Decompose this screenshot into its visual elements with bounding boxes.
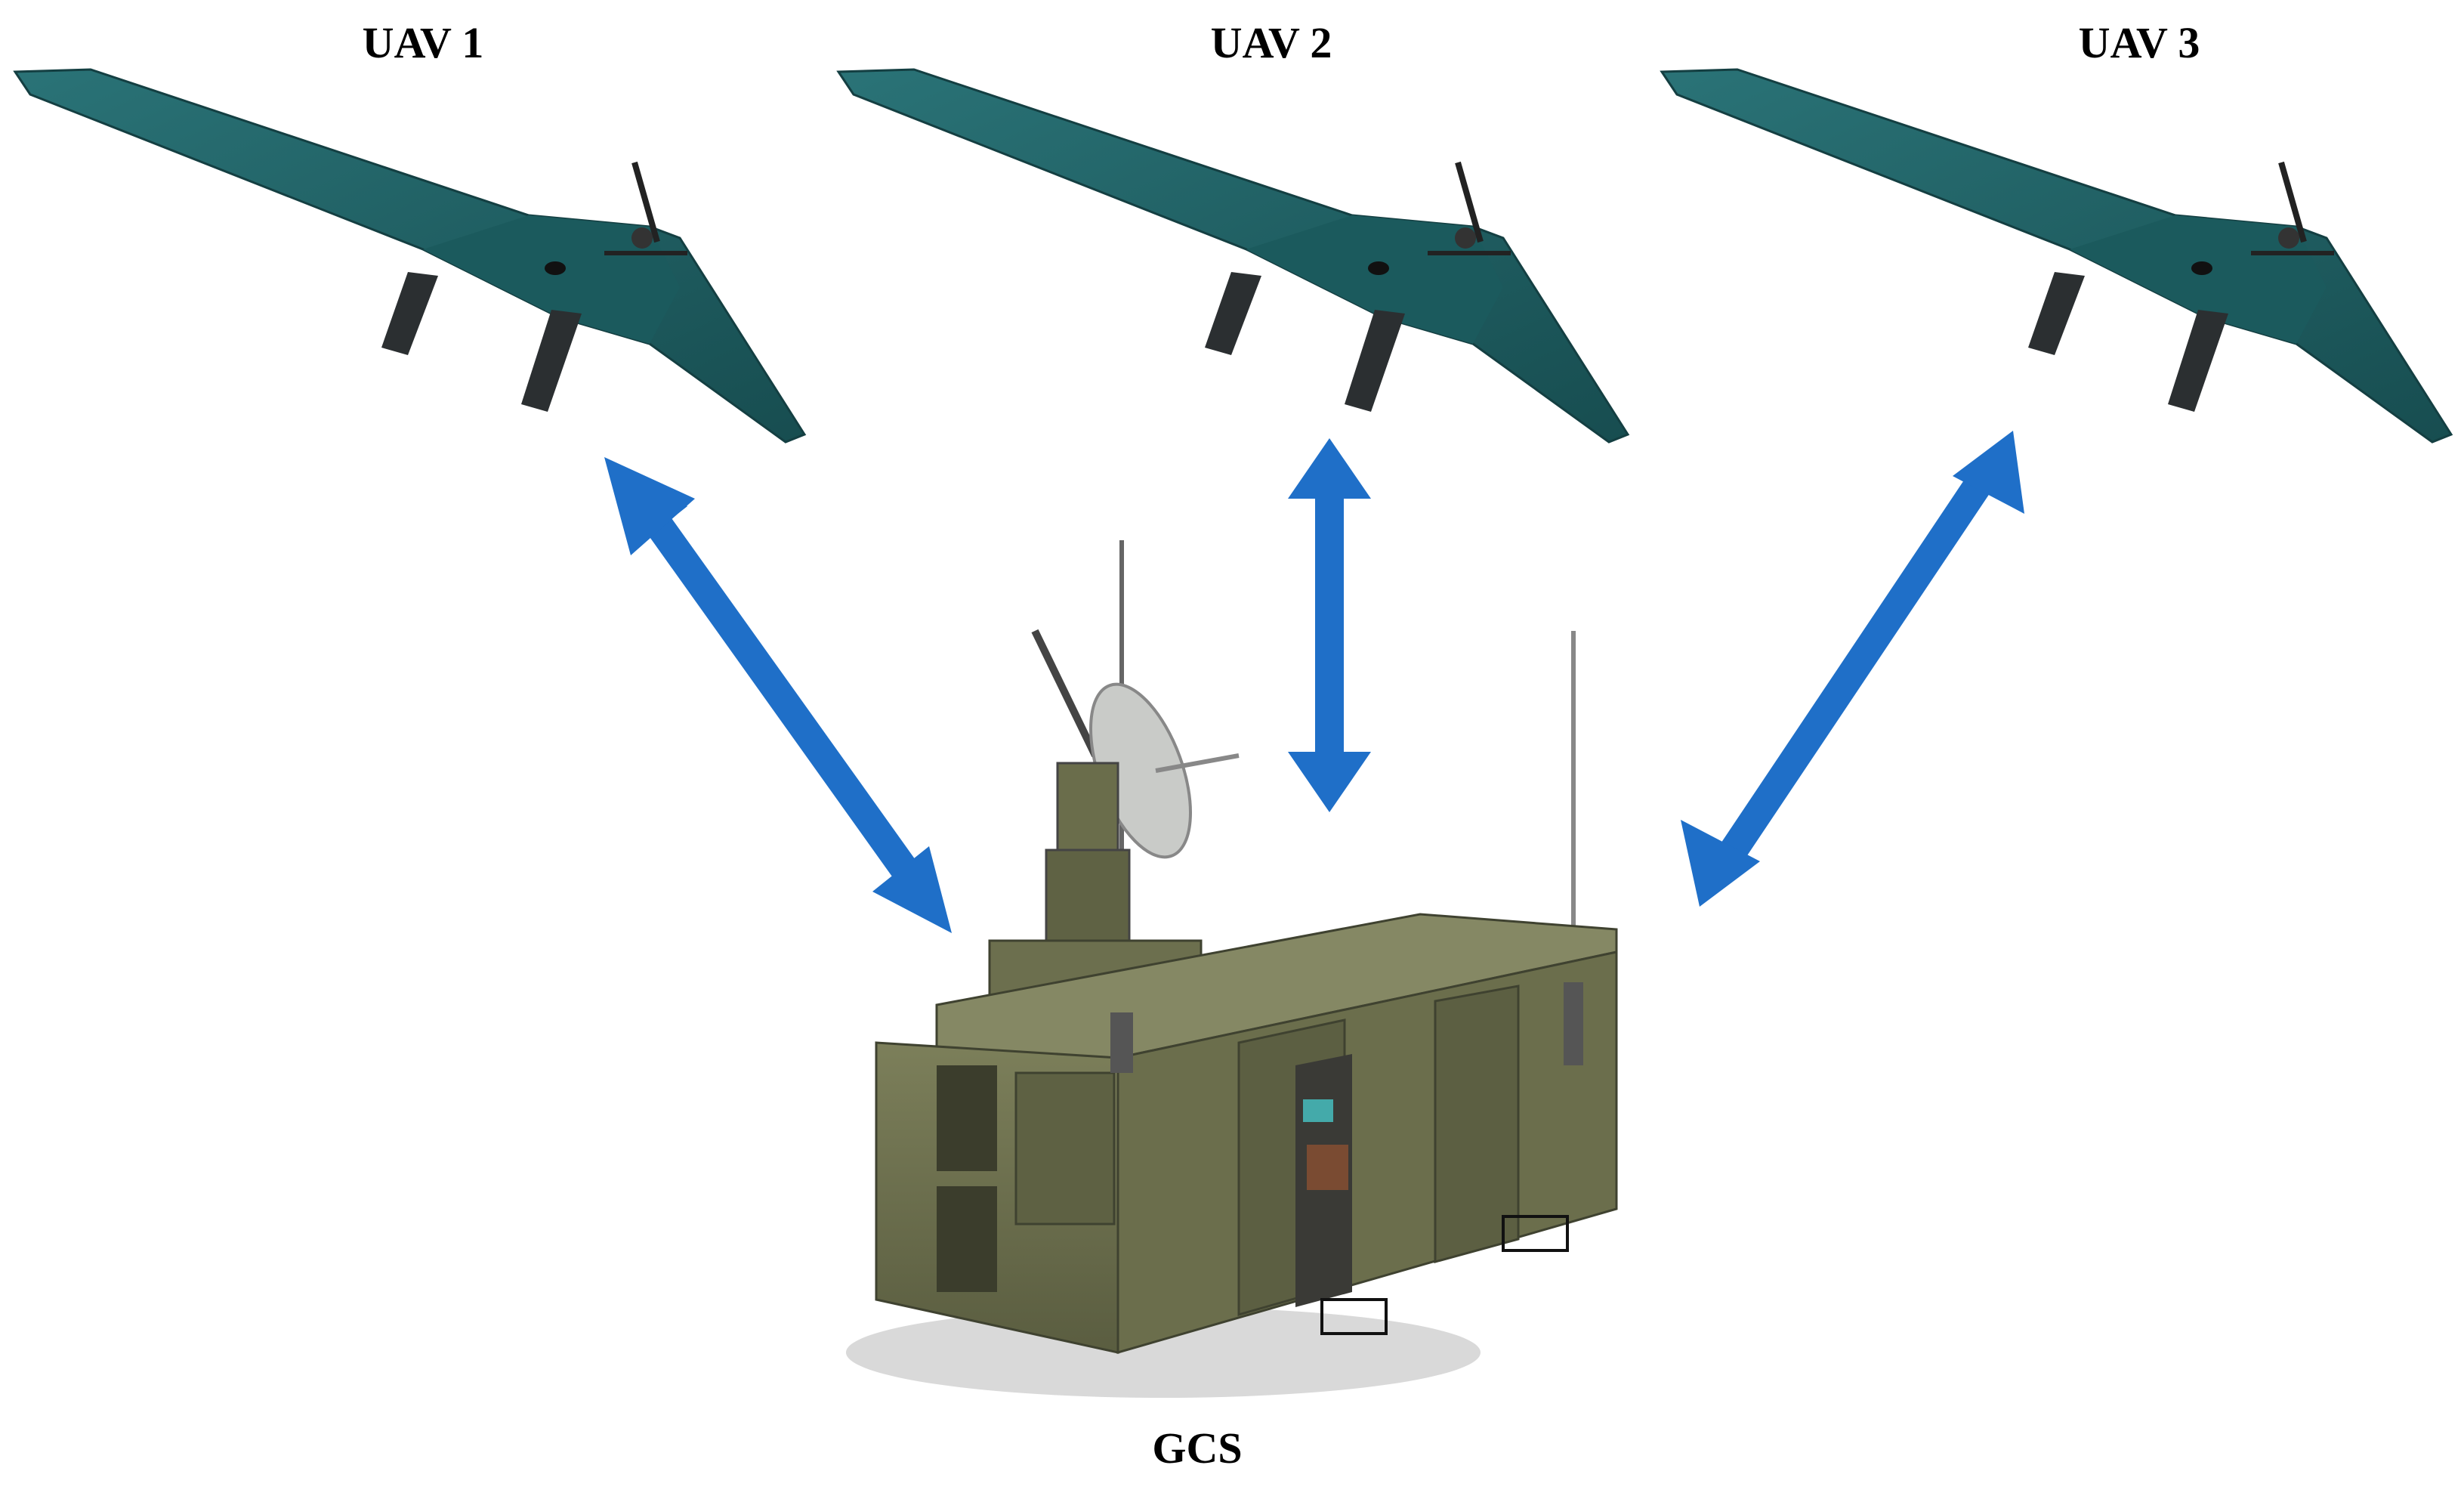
gcs-label: GCS: [1152, 1423, 1243, 1473]
uav-1-label: UAV 1: [362, 18, 484, 67]
uav-3-drone-icon: [1660, 68, 2453, 444]
link-arrow-uav1: [604, 457, 952, 933]
link-arrow-uav2: [1288, 438, 1371, 812]
uav-3-label: UAV 3: [2078, 18, 2200, 67]
uav-1-drone-icon: [13, 68, 807, 444]
link-arrow-uav3: [1681, 431, 2024, 907]
uav-2-drone-icon: [836, 68, 1630, 444]
gcs-shelter-icon: [846, 540, 1618, 1398]
uav-2-label: UAV 2: [1210, 18, 1332, 67]
